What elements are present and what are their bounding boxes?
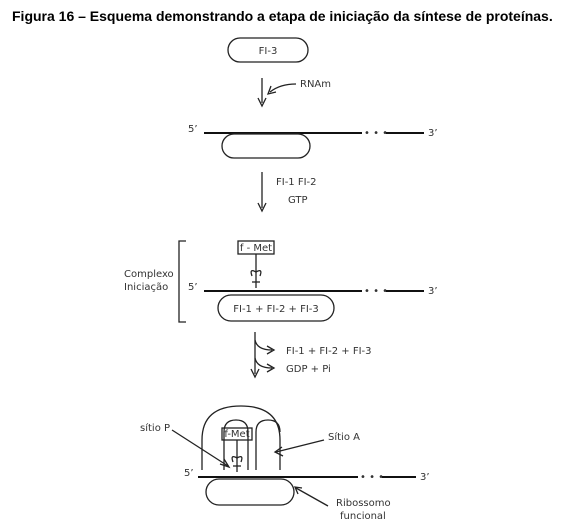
- release-branch-1-head: [266, 345, 276, 355]
- a-site-pocket: [255, 419, 281, 470]
- complex-subunit-label: FI-1 + FI-2 + FI-3: [233, 304, 319, 315]
- ribosome-pointer: [295, 487, 329, 507]
- complex-three-prime: 3’: [428, 286, 438, 297]
- ribosome-dots: • • •: [360, 472, 384, 483]
- ribosome-three-prime: 3’: [420, 472, 430, 483]
- complex-dots: • • •: [364, 286, 388, 297]
- complex-trna-icon: [250, 254, 262, 288]
- release-branch-1: [254, 339, 273, 351]
- ribosome-five-prime: 5’: [184, 468, 194, 479]
- stage1-small-subunit: [221, 133, 311, 159]
- stage1-five-prime: 5’: [188, 124, 198, 135]
- figure-title: Figura 16 – Esquema demonstrando a etapa…: [12, 8, 553, 24]
- site-a-label: Sítio A: [328, 431, 360, 443]
- complex-label-line2: Iniciação: [124, 282, 168, 293]
- complex-fmet-label: f - Met: [240, 243, 272, 254]
- step1-factors: FI-1 FI-2: [276, 177, 317, 188]
- site-a-pointer: [275, 439, 325, 453]
- fi3-capsule: [227, 37, 309, 63]
- complex-bracket: [178, 240, 186, 323]
- ribosome-small-subunit: [205, 478, 295, 506]
- arrow2-head: [257, 202, 267, 213]
- fi3-label: FI-3: [259, 46, 278, 57]
- release-branch-2: [254, 357, 273, 369]
- stage1-three-prime: 3’: [428, 128, 438, 139]
- ribosome-large-subunit: [201, 405, 281, 470]
- arrow1-head: [257, 97, 267, 108]
- mrna-pointer-head: [266, 85, 277, 95]
- arrow3-head: [250, 368, 260, 379]
- complex-five-prime: 5’: [188, 282, 198, 293]
- site-p-pointer: [171, 429, 229, 467]
- complex-label-line1: Complexo: [124, 269, 174, 280]
- ribosome-trna-icon: [231, 440, 243, 472]
- ribosome-label-line2: funcional: [340, 511, 386, 522]
- mrna-pointer: [269, 83, 297, 93]
- ribosome-fmet-label: f-Met: [224, 429, 249, 440]
- ribosome-label-line1: Ribossomo: [336, 498, 391, 509]
- step2-released: FI-1 + FI-2 + FI-3: [286, 346, 372, 357]
- site-a-pointer-head: [273, 446, 284, 457]
- site-p-label: sítio P: [140, 422, 170, 434]
- mrna-label: RNAm: [300, 79, 331, 90]
- site-p-pointer-head: [219, 458, 231, 469]
- complex-subunit-capsule: [217, 294, 335, 322]
- step1-gtp: GTP: [288, 195, 308, 206]
- ribosome-pointer-head: [293, 486, 303, 495]
- release-branch-2-head: [266, 363, 276, 373]
- step2-gdp: GDP + Pi: [286, 364, 331, 375]
- stage1-dots: • • •: [364, 128, 388, 139]
